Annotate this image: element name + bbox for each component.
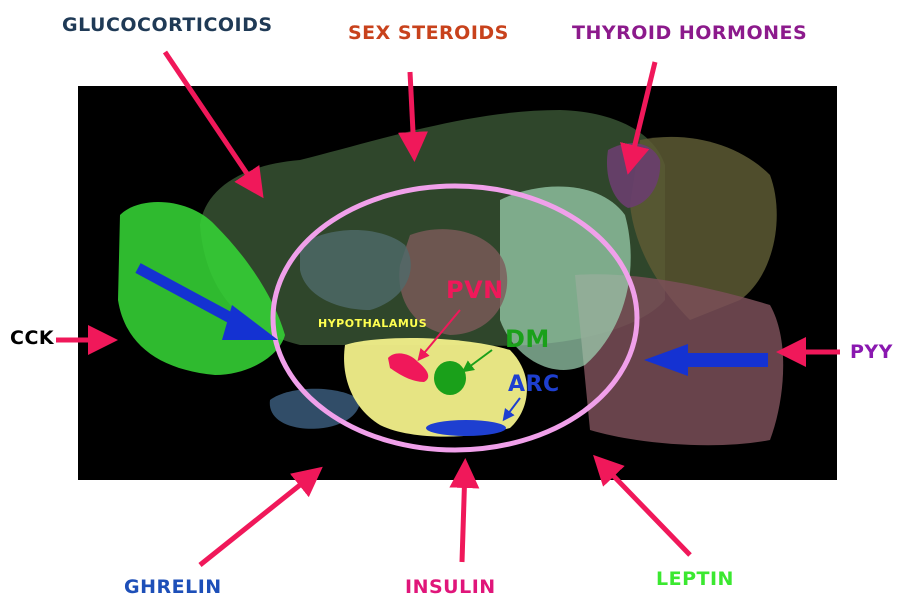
sex-steroids-label: SEX STEROIDS (348, 22, 509, 44)
dm-nucleus (434, 361, 466, 395)
dm-label: DM (505, 325, 550, 353)
insulin-label: INSULIN (405, 576, 496, 598)
pyy-label: PYY (850, 341, 893, 363)
hypothalamus-label: HYPOTHALAMUS (318, 317, 427, 330)
thyroid-hormones-label: THYROID HORMONES (572, 22, 807, 44)
pvn-label: PVN (446, 276, 504, 304)
glucocorticoids-label: GLUCOCORTICOIDS (62, 14, 273, 36)
arc-nucleus (426, 420, 506, 436)
insulin-arrow (462, 468, 465, 562)
ghrelin-arrow (200, 473, 315, 565)
cck-label: CCK (10, 327, 54, 349)
arc-label: ARC (508, 372, 560, 397)
ghrelin-label: GHRELIN (124, 576, 222, 598)
leptin-label: LEPTIN (656, 568, 734, 590)
